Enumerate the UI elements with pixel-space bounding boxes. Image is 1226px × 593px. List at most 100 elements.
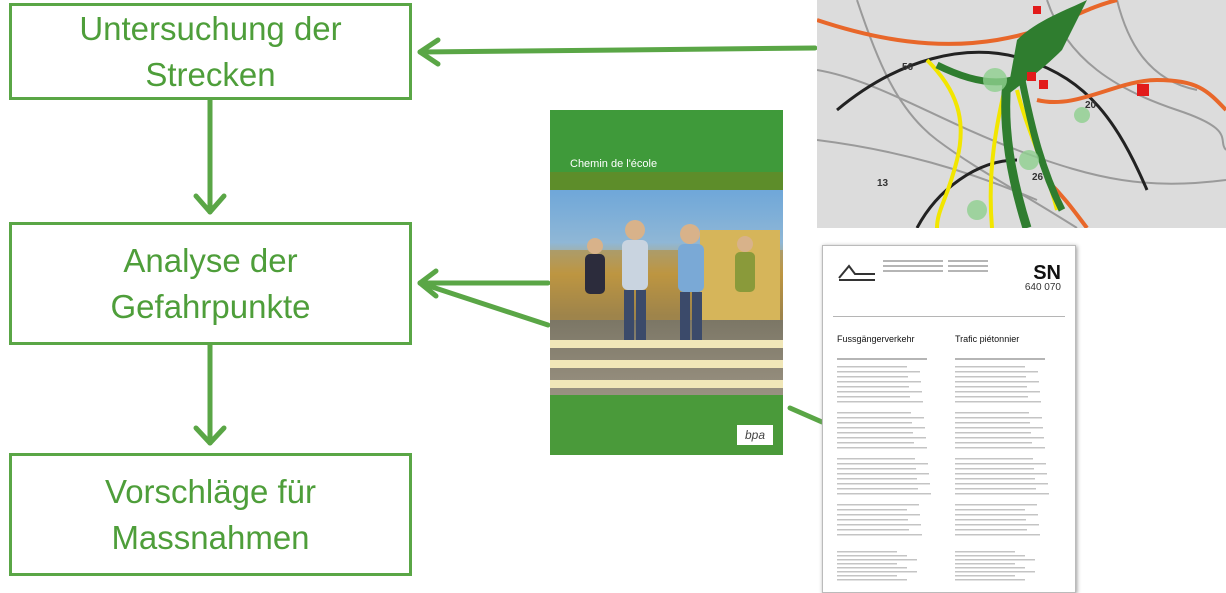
document-footer-line [955, 563, 1015, 565]
arrow-map-to-step1-head [417, 37, 441, 67]
document-text-line [837, 412, 911, 414]
document-text-line [837, 442, 914, 444]
document-footer-line [837, 575, 897, 577]
step-label-line-1: Analyse der [123, 241, 298, 279]
cover-header-band [550, 110, 783, 172]
step-label-line-1: Vorschläge für [105, 472, 316, 510]
document-text-line [955, 473, 1047, 475]
document-code: SN [1033, 262, 1061, 284]
document-title-fr: Trafic piétonnier [955, 334, 1020, 344]
document-text-line [955, 396, 1028, 398]
document-text-line [837, 519, 908, 521]
document-text-line [837, 381, 921, 383]
document-text-line [837, 509, 907, 511]
bpa-logo: bpa [736, 425, 773, 445]
connector-doc-to-brochure [787, 405, 825, 425]
document-text-line [837, 366, 907, 368]
document-text-line [837, 473, 929, 475]
document-text-line [955, 412, 1029, 414]
document-text-line [955, 478, 1035, 480]
document-footer-line [837, 567, 907, 569]
document-text-line [837, 529, 909, 531]
document-text-line [837, 376, 908, 378]
document-footer-line [955, 567, 1025, 569]
document-text-line [837, 468, 916, 470]
arrow-brochure-to-step2-b [417, 280, 551, 328]
document-footer-line [837, 555, 907, 557]
document-footer-line [955, 575, 1015, 577]
route-map-image: 56 20 26 13 [817, 0, 1226, 228]
map-label: 56 [902, 62, 914, 73]
document-footer-line [955, 571, 1035, 573]
map-label: 26 [1032, 172, 1044, 183]
document-footer-line [837, 563, 897, 565]
document-footer-line [837, 579, 907, 581]
cover-photo-children-crossing [550, 190, 783, 400]
document-text-line [837, 432, 913, 434]
document-footer-line [955, 579, 1025, 581]
document-text-line [837, 493, 931, 495]
document-text-line [955, 386, 1027, 388]
children-silhouettes [550, 220, 783, 388]
document-text-line [955, 442, 1032, 444]
document-text-line [955, 427, 1043, 429]
document-footer-line [955, 551, 1015, 553]
document-text-line [955, 422, 1030, 424]
arrow-map-to-step1 [417, 45, 818, 55]
document-text-line [955, 458, 1033, 460]
document-text-line [955, 401, 1041, 403]
document-footer-line [837, 559, 917, 561]
document-text-line [955, 488, 1036, 490]
document-text-line [837, 447, 927, 449]
document-text-line [955, 417, 1042, 419]
document-footer-line [955, 559, 1035, 561]
vss-logo [838, 264, 875, 281]
document-text-line [837, 458, 915, 460]
cover-title: Chemin de l'école [570, 158, 658, 170]
document-text-line [837, 417, 924, 419]
document-text-line [955, 463, 1046, 465]
step-label-line-1: Untersuchung der [79, 9, 342, 47]
step-label-line-2: Massnahmen [111, 518, 310, 556]
document-text-line [955, 483, 1048, 485]
document-text-line [837, 483, 930, 485]
document-number: 640 070 [1024, 282, 1061, 293]
step-box-hazard-analysis: Analyse der Gefahrpunkte [9, 222, 412, 345]
document-text-line [955, 437, 1044, 439]
arrow-down-1-head [193, 193, 227, 215]
document-text-line [837, 534, 922, 536]
arrow-brochure-to-step2-head [417, 268, 439, 299]
document-text-line [955, 432, 1031, 434]
document-text-line [955, 519, 1026, 521]
brochure-cover-image: Chemin de l'école [550, 110, 783, 455]
document-text-lines [833, 260, 1065, 581]
document-text-line [955, 391, 1040, 393]
document-text-line [955, 509, 1025, 511]
document-text-line [837, 488, 918, 490]
step-box-route-investigation: Untersuchung der Strecken [9, 3, 412, 100]
document-text-line [837, 371, 920, 373]
norm-document-image: SN 640 070 Fussgängerverkehr Trafic piét… [822, 245, 1076, 593]
document-footer-line [837, 571, 917, 573]
document-text-line [837, 504, 919, 506]
document-text-line [955, 504, 1037, 506]
document-text-line [955, 447, 1045, 449]
document-footer-line [955, 555, 1025, 557]
document-footer-line [837, 551, 897, 553]
document-text-line [955, 524, 1039, 526]
document-text-line [837, 401, 923, 403]
document-text-line [837, 396, 910, 398]
document-text-line [955, 493, 1049, 495]
document-text-line [955, 534, 1040, 536]
document-text-line [837, 427, 925, 429]
document-text-line [955, 376, 1026, 378]
document-text-line [837, 514, 920, 516]
step-label-line-2: Gefahrpunkte [110, 287, 311, 325]
document-text-line [955, 468, 1034, 470]
step-label-line-2: Strecken [145, 55, 276, 93]
document-text-line [837, 524, 921, 526]
map-label: 20 [1085, 100, 1097, 111]
document-text-line [955, 366, 1025, 368]
document-title-de: Fussgängerverkehr [837, 334, 915, 344]
document-text-line [837, 386, 909, 388]
